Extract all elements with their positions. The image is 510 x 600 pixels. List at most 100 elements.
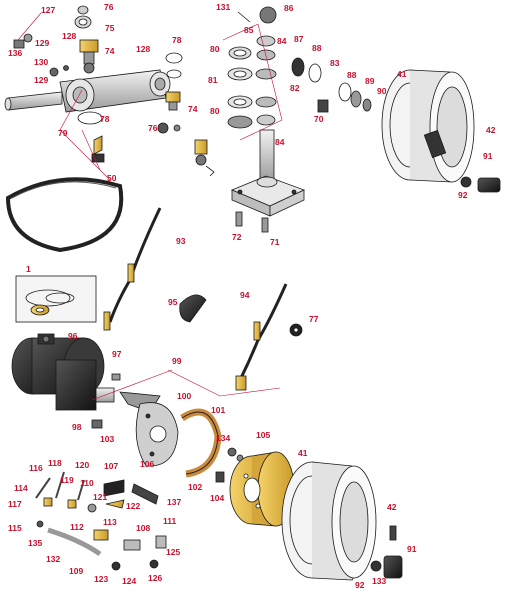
callout-label: 87 xyxy=(294,34,304,44)
callout-label: 104 xyxy=(210,493,224,503)
callout-label: 70 xyxy=(314,114,324,124)
callout-label: 74 xyxy=(188,104,198,114)
callout-label: 133 xyxy=(372,576,386,586)
callout-label: 1 xyxy=(26,264,31,274)
callout-label: 81 xyxy=(208,75,218,85)
callout-label: 92 xyxy=(458,190,468,200)
callout-label: 92 xyxy=(355,580,365,590)
brake-drum-icon xyxy=(229,451,295,527)
callout-labels: 127 76 75 129 136 128 74 128 78 130 129 … xyxy=(8,2,496,590)
callout-label: 129 xyxy=(34,75,48,85)
callout-label: 50 xyxy=(107,173,117,183)
callout-label: 84 xyxy=(275,137,285,147)
callout-label: 137 xyxy=(167,497,181,507)
callout-label: 75 xyxy=(105,23,115,33)
callout-label: 102 xyxy=(188,482,202,492)
callout-label: 126 xyxy=(148,573,162,583)
callout-label: 42 xyxy=(486,125,496,135)
callout-label: 106 xyxy=(140,459,154,469)
callout-label: 130 xyxy=(34,57,48,67)
callout-label: 86 xyxy=(284,3,294,13)
callout-label: 41 xyxy=(397,69,407,79)
callout-label: 41 xyxy=(298,448,308,458)
callout-label: 74 xyxy=(105,46,115,56)
callout-label: 123 xyxy=(94,574,108,584)
callout-label: 42 xyxy=(387,502,397,512)
callout-label: 118 xyxy=(48,458,62,468)
callout-label: 84 xyxy=(277,36,287,46)
hydraulic-motor-icon xyxy=(11,333,121,429)
grease-fitting-icon xyxy=(91,135,215,177)
callout-label: 115 xyxy=(8,523,22,533)
callout-label: 134 xyxy=(216,433,230,443)
callout-label: 120 xyxy=(75,460,89,470)
callout-label: 94 xyxy=(240,290,250,300)
callout-label: 80 xyxy=(210,106,220,116)
callout-label: 136 xyxy=(8,48,22,58)
callout-label: 131 xyxy=(216,2,230,12)
callout-label: 85 xyxy=(244,25,254,35)
spindle-icon xyxy=(230,99,329,233)
callout-label: 95 xyxy=(168,297,178,307)
callout-label: 82 xyxy=(290,83,300,93)
callout-label: 72 xyxy=(232,232,242,242)
callout-label: 122 xyxy=(126,501,140,511)
callout-label: 128 xyxy=(136,44,150,54)
callout-label: 99 xyxy=(172,356,182,366)
callout-label: 110 xyxy=(80,478,94,488)
callout-label: 105 xyxy=(256,430,270,440)
callout-label: 90 xyxy=(377,86,387,96)
callout-label: 129 xyxy=(35,38,49,48)
ball-joint-icon xyxy=(79,39,208,166)
callout-label: 97 xyxy=(112,349,122,359)
brake-cable-icon xyxy=(103,207,303,391)
callout-label: 114 xyxy=(14,483,28,493)
callout-label: 108 xyxy=(136,523,150,533)
callout-label: 125 xyxy=(166,547,180,557)
callout-label: 117 xyxy=(8,499,22,509)
callout-label: 121 xyxy=(93,492,107,502)
callout-label: 80 xyxy=(210,44,220,54)
callout-label: 88 xyxy=(312,43,322,53)
callout-label: 128 xyxy=(62,31,76,41)
callout-label: 76 xyxy=(148,123,158,133)
seal-kit-icon xyxy=(15,275,97,323)
brake-linkage-icon xyxy=(35,471,167,571)
callout-label: 83 xyxy=(330,58,340,68)
callout-label: 109 xyxy=(69,566,83,576)
callout-label: 113 xyxy=(103,517,117,527)
tire-icon xyxy=(281,461,403,581)
callout-label: 124 xyxy=(122,576,136,586)
o-ring-icon xyxy=(5,177,124,253)
steering-arm-icon xyxy=(4,69,171,113)
callout-label: 101 xyxy=(211,405,225,415)
callout-label: 93 xyxy=(176,236,186,246)
brake-shoe-icon xyxy=(180,408,244,483)
callout-label: 100 xyxy=(177,391,191,401)
callout-label: 76 xyxy=(104,2,114,12)
callout-label: 79 xyxy=(58,128,68,138)
callout-label: 98 xyxy=(72,422,82,432)
callout-label: 132 xyxy=(46,554,60,564)
callout-label: 127 xyxy=(41,5,55,15)
seal-ring-icon xyxy=(13,5,183,134)
callout-label: 91 xyxy=(483,151,493,161)
leader-lines xyxy=(17,12,283,401)
callout-label: 78 xyxy=(172,35,182,45)
callout-label: 96 xyxy=(68,331,78,341)
callout-label: 116 xyxy=(29,463,43,473)
callout-label: 77 xyxy=(309,314,319,324)
callout-label: 107 xyxy=(104,461,118,471)
callout-label: 119 xyxy=(60,475,74,485)
callout-label: 78 xyxy=(100,114,110,124)
callout-label: 89 xyxy=(365,76,375,86)
wheel-rim-icon xyxy=(381,69,501,193)
callout-label: 71 xyxy=(270,237,280,247)
callout-label: 91 xyxy=(407,544,417,554)
callout-label: 88 xyxy=(347,70,357,80)
callout-label: 135 xyxy=(28,538,42,548)
brake-plate-icon xyxy=(119,391,179,467)
callout-label: 111 xyxy=(163,516,177,526)
